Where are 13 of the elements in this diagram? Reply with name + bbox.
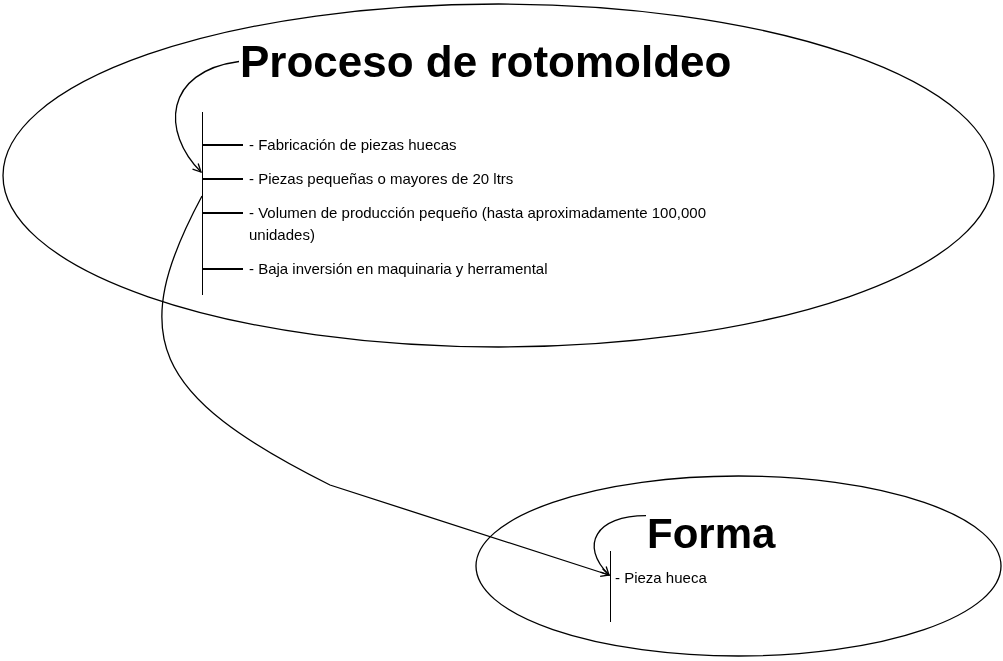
list-item: - Baja inversión en maquinaria y herramental (248, 259, 549, 279)
list-item: - Volumen de producción pequeño (hasta aproximadamente 100,000 unidades) (248, 203, 707, 245)
ellipse (475, 475, 1002, 657)
ellipse (2, 3, 995, 348)
list-item: - Fabricación de piezas huecas (248, 135, 458, 155)
curved-arrow (593, 515, 647, 576)
heading: Forma (647, 511, 776, 558)
curved-arrow (174, 60, 240, 173)
bracket-list (610, 551, 710, 622)
heading: Proceso de rotomoldeo (240, 38, 732, 87)
curved-arrow (161, 195, 610, 577)
list-item: - Piezas pequeñas o mayores de 20 ltrs (248, 169, 515, 189)
list-item: - Pieza hueca (614, 568, 708, 588)
